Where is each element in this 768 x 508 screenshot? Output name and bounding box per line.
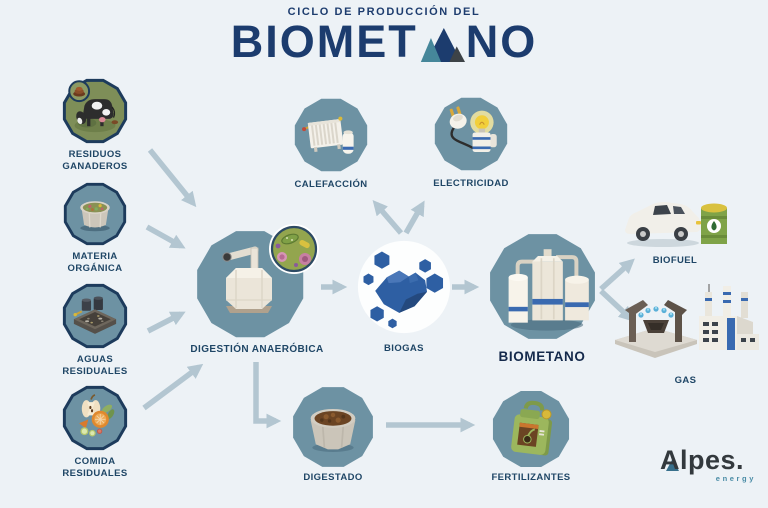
anaerobic-digester-icon	[197, 224, 319, 338]
node-biometano: BIOMETANO	[485, 230, 599, 366]
logo-triangle-icon	[666, 459, 679, 471]
node-biogas: BIOGAS	[356, 239, 452, 355]
arrow-biogas-to-electricidad	[403, 200, 425, 235]
radiator-icon	[294, 98, 368, 172]
title-word-end: NO	[465, 16, 538, 67]
node-aguas-residuales: AGUAS RESIDUALES	[45, 283, 145, 379]
alpes-energy-logo: Alpes. energy	[660, 445, 756, 484]
label-biometano: BIOMETANO	[498, 349, 586, 364]
arrow-digestion-to-digestado	[253, 362, 282, 429]
burner-factory-icon	[614, 284, 759, 358]
logo-wordmark: Alpes.	[660, 445, 745, 475]
label-aguas-residuales: AGUAS RESIDUALES	[62, 354, 128, 378]
title-block: CICLO DE PRODUCCIÓN DEL BIOMET NO	[0, 6, 768, 64]
digestate-pot-icon	[293, 387, 373, 467]
arrow-residuos-to-digestion	[147, 148, 197, 208]
node-residuos-ganaderos: RESIDUOS GANADEROS	[45, 78, 145, 174]
label-materia-organica: MATERIA ORGÁNICA	[67, 251, 123, 275]
arrow-biogas-to-calefaccion	[372, 200, 404, 235]
organic-matter-icon	[63, 182, 127, 246]
arrow-biometano-to-gas	[599, 288, 634, 322]
cow-icon	[62, 78, 128, 144]
title-kicker: CICLO DE PRODUCCIÓN DEL	[287, 6, 481, 18]
fertilizer-can-icon	[492, 390, 570, 468]
page-title: BIOMET NO	[0, 19, 768, 64]
biomethane-tanks-icon	[489, 234, 595, 339]
node-materia-organica: MATERIA ORGÁNICA	[45, 182, 145, 276]
label-calefaccion: CALEFACCIÓN	[294, 179, 368, 190]
label-fertilizantes: FERTILIZANTES	[491, 472, 571, 483]
logo-subtext: energy	[715, 474, 756, 483]
biogas-molecules-icon	[357, 240, 451, 334]
wastewater-icon	[62, 283, 128, 349]
node-comida-residuales: COMIDA RESIDUALES	[45, 385, 145, 481]
label-electricidad: ELECTRICIDAD	[433, 178, 509, 189]
label-digestion-anaerobica: DIGESTIÓN ANAERÓBICA	[190, 344, 324, 355]
node-digestion-anaerobica: DIGESTIÓN ANAERÓBICA	[177, 222, 337, 356]
food-waste-icon	[62, 385, 128, 451]
node-electricidad: ELECTRICIDAD	[431, 95, 511, 190]
arrow-biometano-to-biofuel	[599, 258, 635, 292]
node-calefaccion: CALEFACCIÓN	[291, 96, 371, 191]
mountain-letter-a-icon	[420, 27, 465, 62]
label-biogas: BIOGAS	[384, 343, 424, 354]
label-digestado: DIGESTADO	[303, 472, 363, 483]
label-biofuel: BIOFUEL	[652, 255, 698, 266]
label-comida-residuales: COMIDA RESIDUALES	[62, 456, 128, 480]
arrow-aguas-to-digestion	[146, 311, 186, 334]
node-biofuel: BIOFUEL	[616, 188, 734, 267]
node-digestado: DIGESTADO	[287, 384, 379, 484]
label-gas: GAS	[674, 375, 697, 386]
node-gas: GAS	[608, 278, 763, 387]
plug-bulb-icon	[434, 97, 508, 171]
label-residuos-ganaderos: RESIDUOS GANADEROS	[62, 149, 128, 173]
title-word-start: BIOMET	[230, 16, 418, 67]
arrow-comida-to-digestion	[142, 363, 204, 411]
car-barrel-icon	[625, 202, 727, 247]
arrow-materia-to-digestion	[145, 224, 186, 249]
node-fertilizantes: FERTILIZANTES	[488, 388, 574, 484]
